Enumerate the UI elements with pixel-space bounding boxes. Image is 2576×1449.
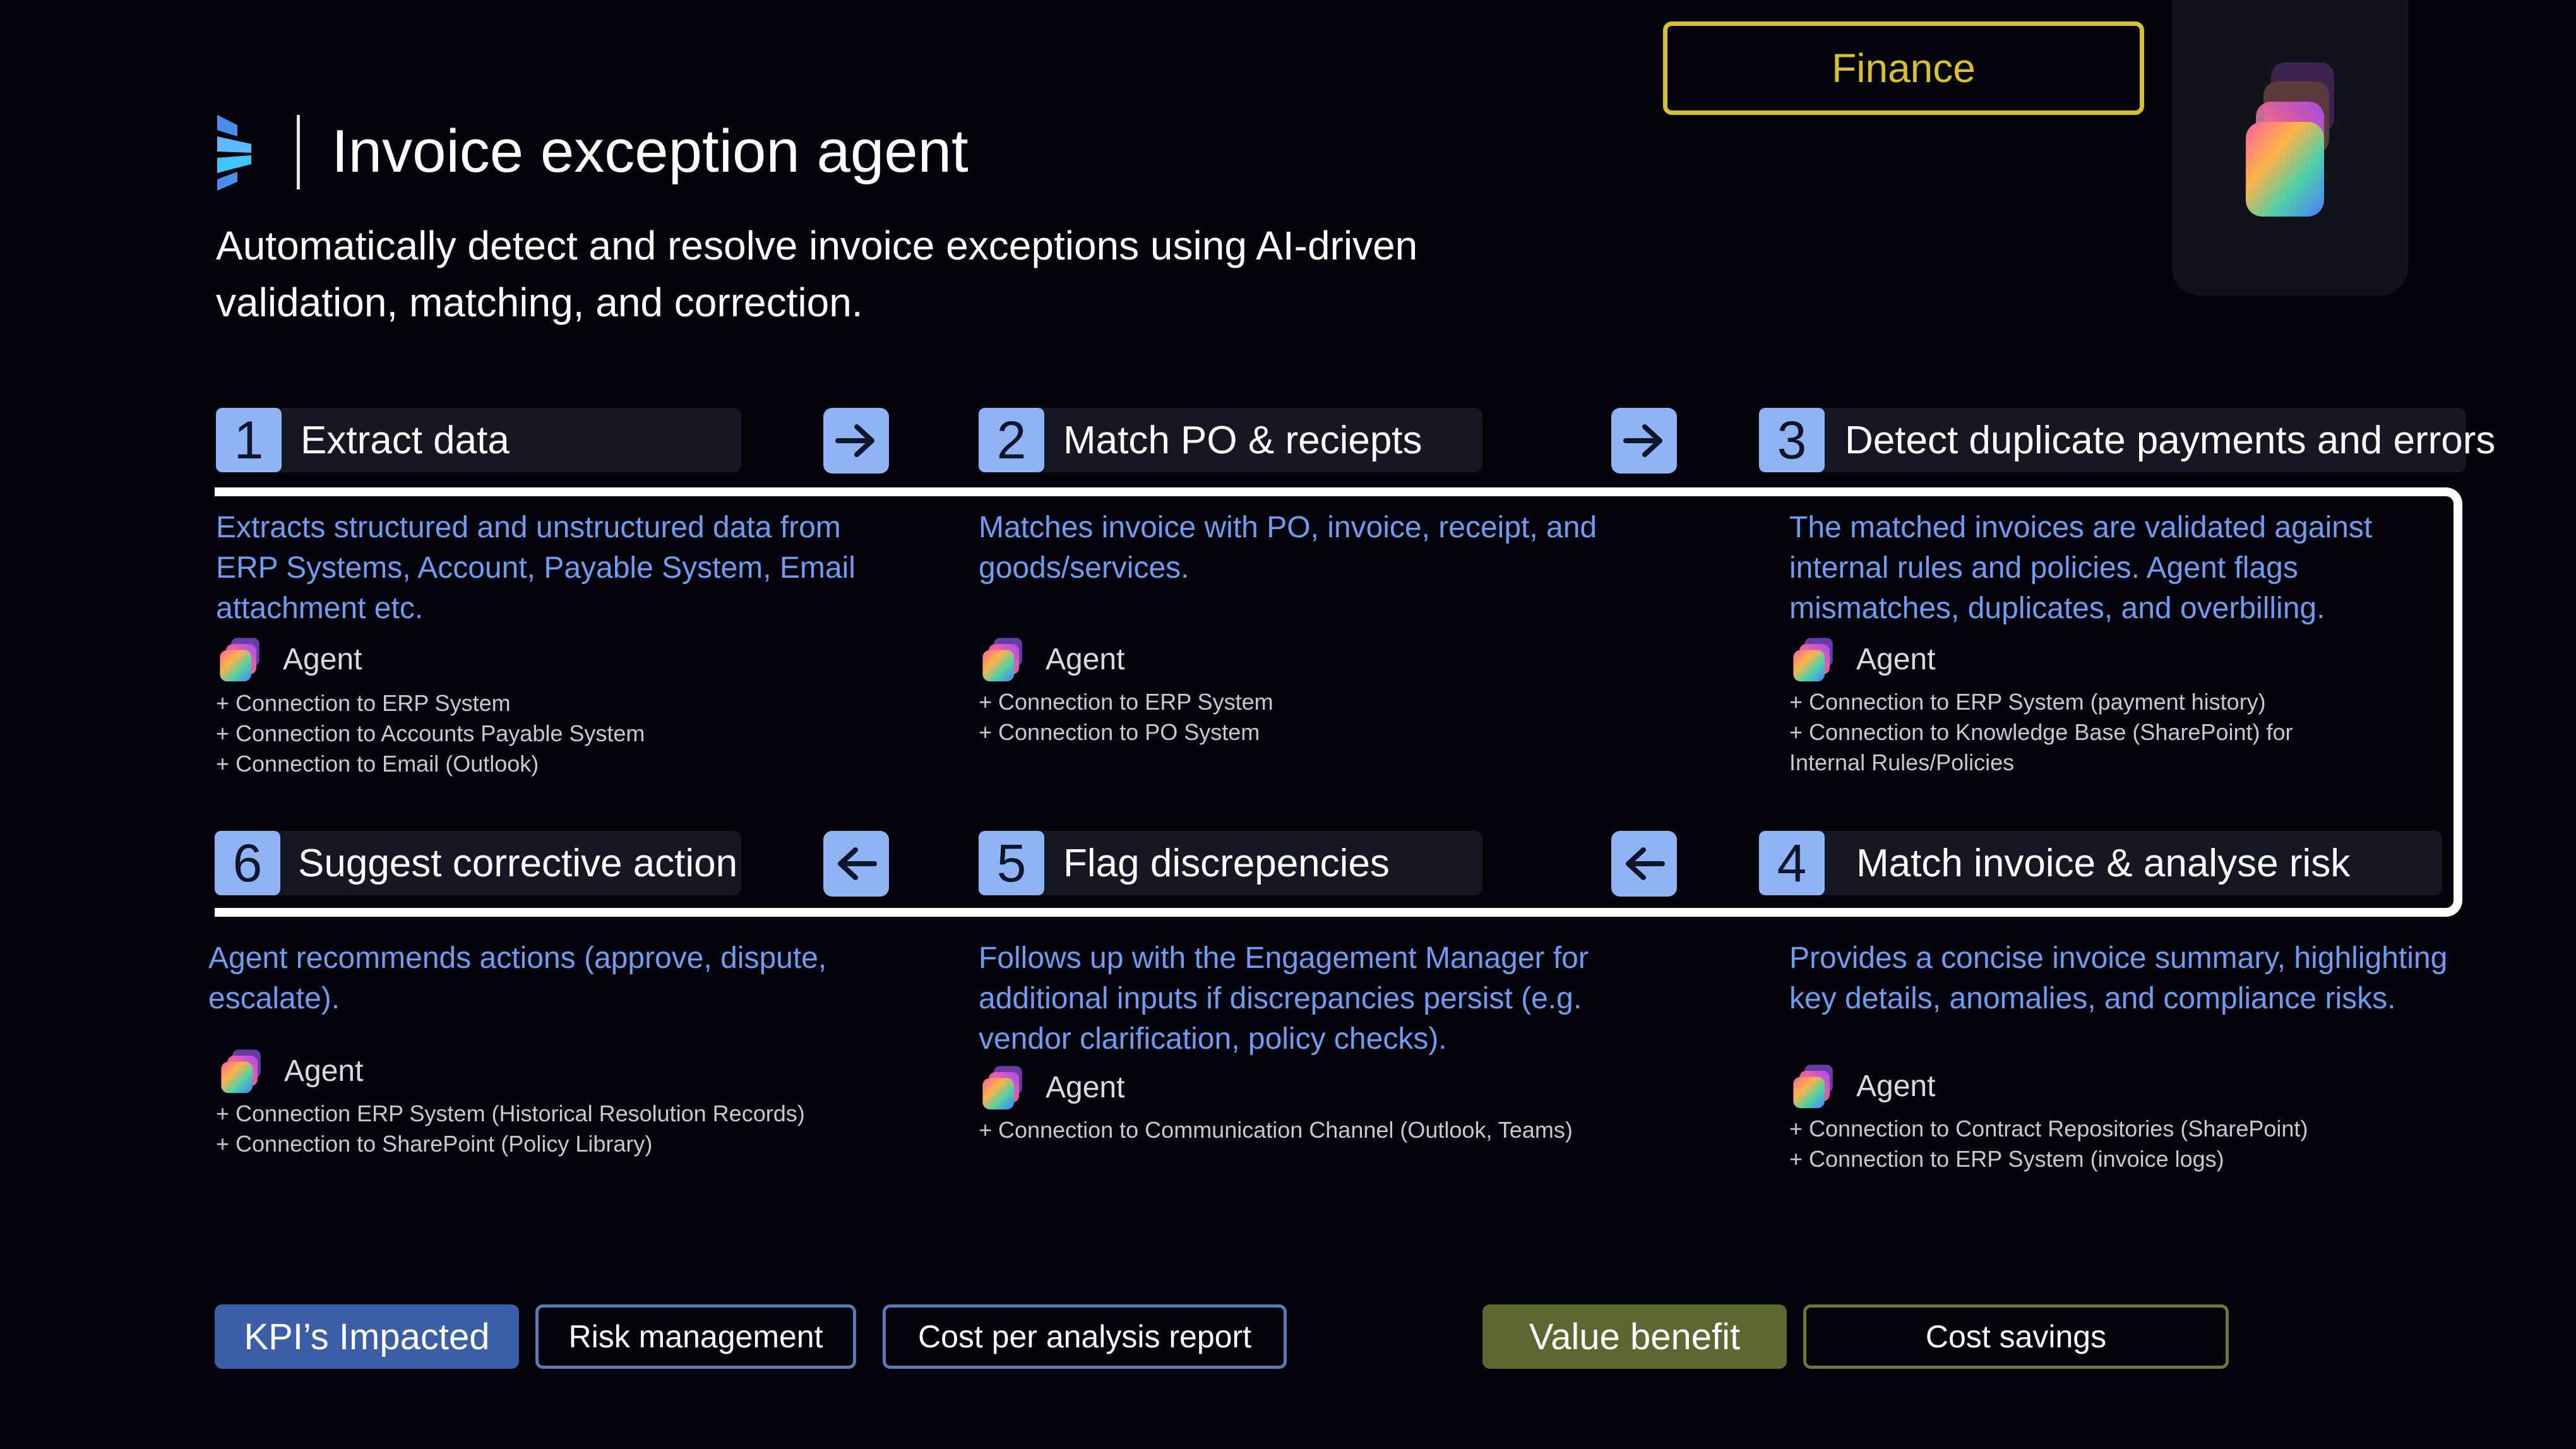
- step-2-body: Matches invoice with PO, invoice, receip…: [979, 508, 1610, 748]
- value-tag: Cost savings: [1803, 1304, 2229, 1369]
- agent-icon: [217, 1046, 268, 1096]
- step-description: Agent recommends actions (approve, dispu…: [208, 941, 827, 1015]
- step-4-body: Provides a concise invoice summary, high…: [1789, 938, 2459, 1174]
- step-1-header: 1 Extract data: [216, 408, 741, 472]
- category-badge: Finance: [1663, 21, 2144, 115]
- brand-logo-icon: [215, 111, 259, 193]
- kpi-tag: Cost per analysis report: [883, 1304, 1287, 1369]
- kpi-tag: Risk management: [535, 1304, 856, 1369]
- step-title: Detect duplicate payments and errors: [1845, 418, 2496, 462]
- page-title: Invoice exception agent: [331, 117, 969, 185]
- step-6-header: 6 Suggest corrective action: [215, 831, 741, 895]
- step-description: Matches invoice with PO, invoice, receip…: [979, 511, 1597, 585]
- connection-item: + Connection to Knowledge Base (SharePoi…: [1789, 719, 2293, 745]
- arrow-right-icon: [823, 408, 889, 474]
- step-number: 1: [216, 408, 282, 472]
- arrow-left-icon: [1611, 831, 1677, 897]
- step-6-body: Agent recommends actions (approve, dispu…: [208, 938, 878, 1159]
- step-description: The matched invoices are validated again…: [1789, 511, 2373, 625]
- step-2-header: 2 Match PO & reciepts: [979, 408, 1482, 472]
- agent-icon: [216, 634, 266, 684]
- title-divider: [297, 115, 300, 189]
- connection-item: Internal Rules/Policies: [1789, 749, 2015, 775]
- connection-list: + Connection ERP System (Historical Reso…: [208, 1099, 878, 1159]
- agent-icon: [1789, 1061, 1840, 1111]
- page-subtitle: Automatically detect and resolve invoice…: [216, 223, 1418, 325]
- value-heading: Value benefit: [1482, 1304, 1787, 1369]
- connection-item: + Connection to ERP System (payment hist…: [1789, 689, 2266, 715]
- connection-list: + Connection to ERP System (payment hist…: [1789, 687, 2421, 778]
- agent-label: Agent: [1856, 1069, 1936, 1103]
- step-3-body: The matched invoices are validated again…: [1789, 508, 2421, 778]
- agent-icon: [1789, 634, 1840, 684]
- agent-label: Agent: [1046, 642, 1125, 676]
- step-1-body: Extracts structured and unstructured dat…: [216, 508, 898, 779]
- arrow-right-icon: [1611, 408, 1677, 474]
- step-description: Follows up with the Engagement Manager f…: [979, 941, 1589, 1056]
- connection-item: + Connection to PO System: [979, 719, 1260, 745]
- step-number: 4: [1759, 831, 1825, 895]
- agent-row: Agent: [1789, 1061, 2459, 1111]
- step-5-body: Follows up with the Engagement Manager f…: [979, 938, 1610, 1145]
- step-5-header: 5 Flag discrepencies: [979, 831, 1482, 895]
- connection-item: + Connection to Email (Outlook): [216, 751, 539, 777]
- agent-row: Agent: [979, 1062, 1610, 1112]
- agent-row: Agent: [216, 634, 898, 684]
- step-4-header: 4 Match invoice & analyse risk: [1759, 831, 2442, 895]
- step-title: Flag discrepencies: [1063, 841, 1390, 885]
- agent-row: Agent: [208, 1046, 878, 1096]
- connection-item: + Connection to Contract Repositories (S…: [1789, 1116, 2308, 1142]
- agent-row: Agent: [979, 634, 1610, 684]
- kpi-heading: KPI’s Impacted: [215, 1304, 519, 1369]
- step-title: Suggest corrective action: [298, 841, 738, 885]
- connection-item: + Connection to ERP System: [216, 690, 511, 716]
- step-number: 2: [979, 408, 1044, 472]
- connection-list: + Connection to ERP System + Connection …: [979, 687, 1610, 748]
- agent-icon: [979, 1062, 1029, 1112]
- agent-label: Agent: [1046, 1070, 1125, 1104]
- arrow-left-icon: [823, 831, 889, 897]
- connection-item: + Connection to Accounts Payable System: [216, 720, 645, 746]
- step-number: 6: [215, 831, 280, 895]
- flow-connector-frame: [215, 487, 2462, 917]
- step-description: Extracts structured and unstructured dat…: [216, 511, 856, 625]
- agent-label: Agent: [284, 1054, 364, 1088]
- step-number: 3: [1759, 408, 1825, 472]
- agent-row: Agent: [1789, 634, 2421, 684]
- connection-list: + Connection to Communication Channel (O…: [979, 1115, 1610, 1145]
- connection-item: + Connection to Communication Channel (O…: [979, 1117, 1573, 1143]
- connection-item: + Connection to ERP System (invoice logs…: [1789, 1146, 2224, 1172]
- connection-list: + Connection to Contract Repositories (S…: [1789, 1114, 2459, 1174]
- agent-icon: [979, 634, 1029, 684]
- step-description: Provides a concise invoice summary, high…: [1789, 941, 2448, 1015]
- copilot-tile: [2172, 0, 2408, 295]
- connection-list: + Connection to ERP System + Connection …: [216, 688, 898, 779]
- copilot-icon: [2246, 63, 2334, 217]
- connection-item: + Connection to SharePoint (Policy Libra…: [216, 1131, 653, 1157]
- step-title: Extract data: [301, 418, 510, 462]
- agent-label: Agent: [283, 642, 362, 676]
- step-title: Match invoice & analyse risk: [1856, 841, 2351, 885]
- connection-item: + Connection to ERP System: [979, 689, 1273, 715]
- step-number: 5: [979, 831, 1044, 895]
- agent-label: Agent: [1856, 642, 1936, 676]
- connection-item: + Connection ERP System (Historical Reso…: [216, 1100, 805, 1126]
- step-3-header: 3 Detect duplicate payments and errors: [1759, 408, 2495, 472]
- step-title: Match PO & reciepts: [1063, 418, 1422, 462]
